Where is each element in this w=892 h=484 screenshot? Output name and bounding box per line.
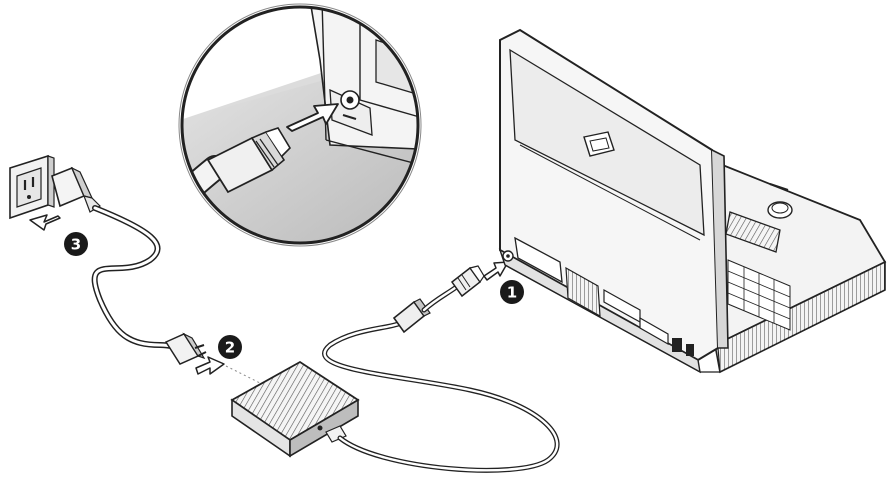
inset-direction-arrow-icon <box>286 103 339 132</box>
dc-plug-icon <box>450 265 485 298</box>
ac-plug-wall-icon <box>51 166 101 213</box>
magnified-inset <box>178 3 422 247</box>
callout-badge-1: 1 <box>500 280 524 304</box>
callout-badge-2: 2 <box>218 335 242 359</box>
direction-arrow-icon-2 <box>195 356 263 385</box>
callout-badge-3: 3 <box>64 232 88 256</box>
dc-power-cable <box>322 285 560 473</box>
laptop-icon <box>498 28 887 374</box>
inset-laptop-side <box>309 7 418 171</box>
callout-number-3: 3 <box>71 236 81 254</box>
wall-outlet-icon <box>9 154 55 220</box>
keyboard-keys <box>727 259 791 331</box>
callout-number-2: 2 <box>225 339 235 357</box>
direction-arrow-icon-1 <box>483 261 509 281</box>
callout-number-1: 1 <box>507 284 517 302</box>
direction-arrow-icon <box>29 214 61 231</box>
ac-power-cord <box>91 205 191 355</box>
ac-adapter-icon <box>230 360 360 458</box>
ac-connector-icon <box>164 332 207 365</box>
dc-in-jack-icon <box>340 90 360 120</box>
